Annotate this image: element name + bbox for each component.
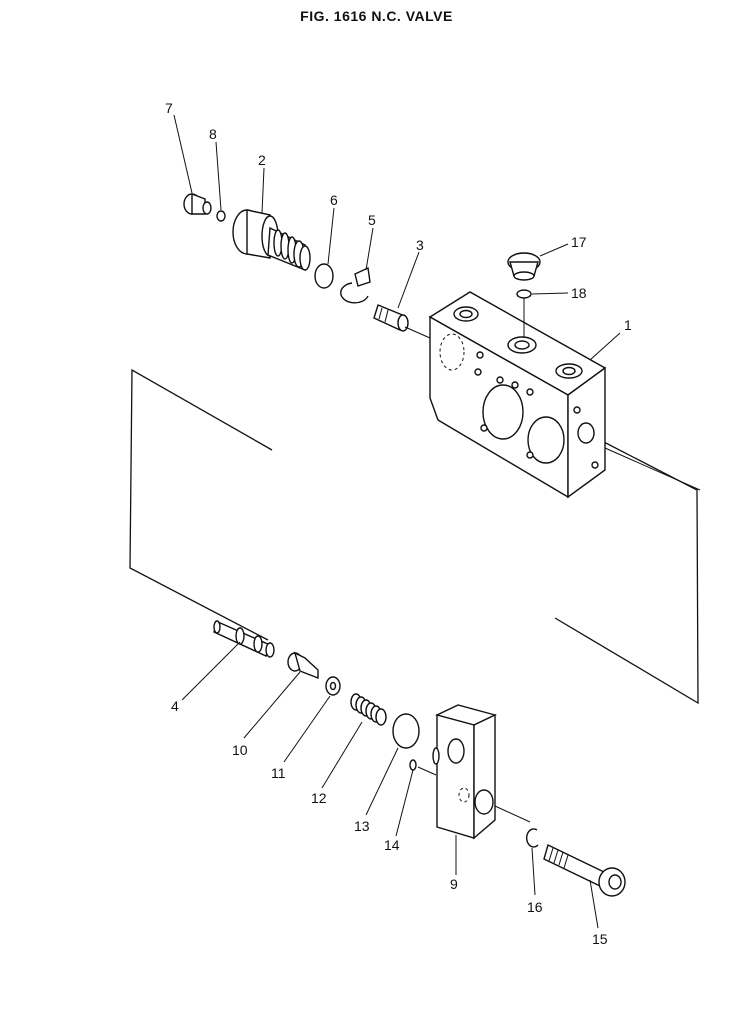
callout-10: 10: [232, 742, 248, 758]
part-1-valve-body: [428, 291, 607, 499]
part-17-plug: [507, 252, 541, 281]
part-4-spool: [213, 620, 275, 658]
callout-12: 12: [311, 790, 327, 806]
part-15-bolt: [543, 844, 626, 897]
callout-13: 13: [354, 818, 370, 834]
callout-6: 6: [330, 192, 338, 208]
callout-1: 1: [624, 317, 632, 333]
figure-title: FIG. 1616 N.C. VALVE: [300, 8, 453, 24]
leader-lines: [173, 114, 621, 929]
callout-3: 3: [416, 237, 424, 253]
callout-7: 7: [165, 100, 173, 116]
part-10-plug: [287, 651, 319, 680]
callout-17: 17: [571, 234, 587, 250]
callout-11: 11: [271, 765, 286, 781]
part-3-spool: [373, 304, 409, 332]
callout-16: 16: [527, 899, 543, 915]
part-16-snap-ring: [526, 828, 539, 848]
part-5-tab: [354, 266, 371, 287]
part-12-spring: [350, 693, 387, 726]
assembly-lines: [404, 298, 701, 823]
part-5-snap-ring: [340, 282, 369, 304]
callout-labels: 7 8 2 6 5 3 17 18 1 4 10 11 12 13 14 9 1…: [165, 100, 632, 947]
part-7-plug: [183, 192, 212, 215]
callout-2: 2: [258, 152, 266, 168]
part-18-o-ring: [516, 289, 532, 299]
part-13-o-ring: [392, 713, 420, 749]
part-8-o-ring: [216, 210, 226, 222]
part-2-piston: [232, 209, 311, 272]
part-11-washer: [325, 676, 341, 696]
callout-18: 18: [571, 285, 587, 301]
callout-8: 8: [209, 126, 217, 142]
part-6-o-ring: [314, 263, 334, 289]
callout-15: 15: [592, 931, 608, 947]
part-14-o-ring: [409, 759, 417, 771]
mounting-plane: [129, 368, 699, 705]
callout-14: 14: [384, 837, 400, 853]
part-9-cover: [432, 704, 498, 840]
callout-9: 9: [450, 876, 458, 892]
callout-5: 5: [368, 212, 376, 228]
callout-4: 4: [171, 698, 179, 714]
